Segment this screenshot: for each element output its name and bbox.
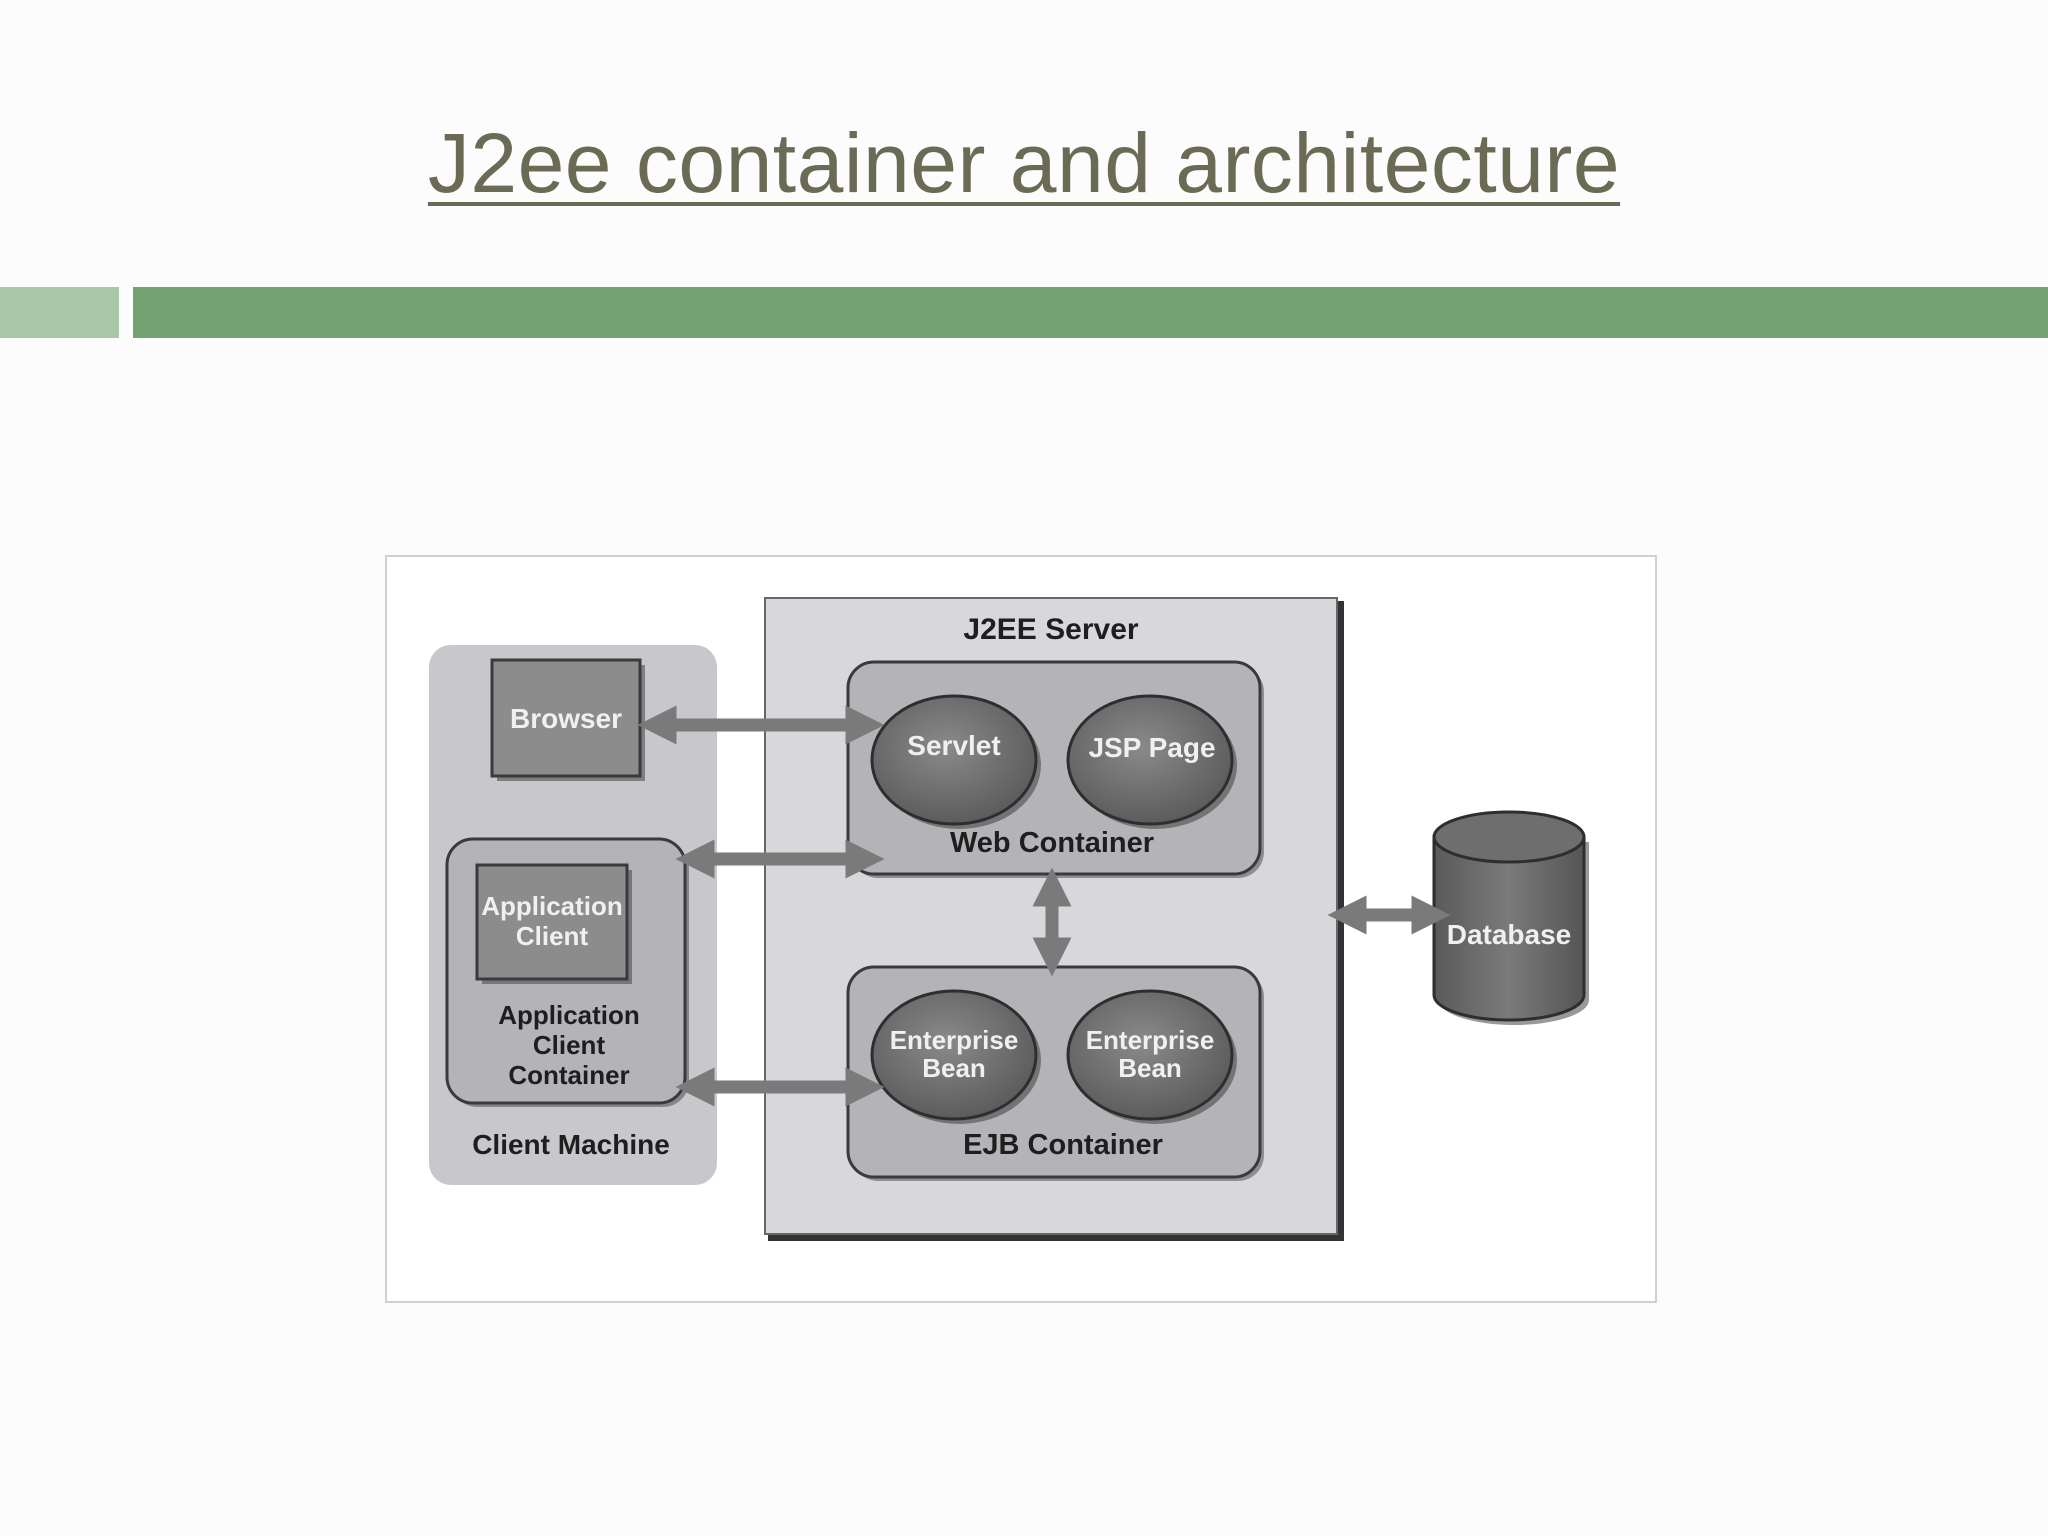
client-machine-label: Client Machine [472, 1129, 670, 1160]
app-client-container-label-line1: Application [498, 1000, 640, 1030]
arrows [637, 705, 1451, 1107]
accent-bar-main [133, 287, 2048, 338]
j2ee-server-label: J2EE Server [963, 613, 1138, 646]
jsp-label: JSP Page [1088, 732, 1215, 763]
app-client-label-line1: Application [481, 891, 623, 921]
jsp-ellipse [1066, 694, 1234, 826]
app-client-box [475, 863, 629, 981]
servlet-ellipse [870, 694, 1038, 826]
enterprise-bean-2-line2: Bean [1118, 1053, 1182, 1083]
browser-box [490, 658, 642, 778]
enterprise-bean-1-ellipse [870, 989, 1038, 1121]
slide-title: J2ee container and architecture [427, 116, 1621, 210]
accent-bar-small [0, 287, 119, 338]
enterprise-bean-1-line2: Bean [922, 1053, 986, 1083]
app-client-container-label-line3: Container [508, 1060, 629, 1090]
enterprise-bean-2-ellipse [1066, 989, 1234, 1121]
diagram-frame: Browser Application Client Application C… [385, 555, 1657, 1303]
web-container-label: Web Container [950, 827, 1154, 859]
database-cylinder [1432, 810, 1589, 1025]
app-client-container-label-line2: Client [533, 1030, 606, 1060]
architecture-diagram: Browser Application Client Application C… [429, 597, 1589, 1241]
servlet-label: Servlet [907, 730, 1000, 761]
browser-label: Browser [510, 703, 622, 734]
enterprise-bean-2-line1: Enterprise [1086, 1025, 1215, 1055]
enterprise-bean-1-line1: Enterprise [890, 1025, 1019, 1055]
database-label: Database [1447, 919, 1572, 950]
ejb-container-label: EJB Container [963, 1129, 1163, 1161]
app-client-label-line2: Client [516, 921, 589, 951]
